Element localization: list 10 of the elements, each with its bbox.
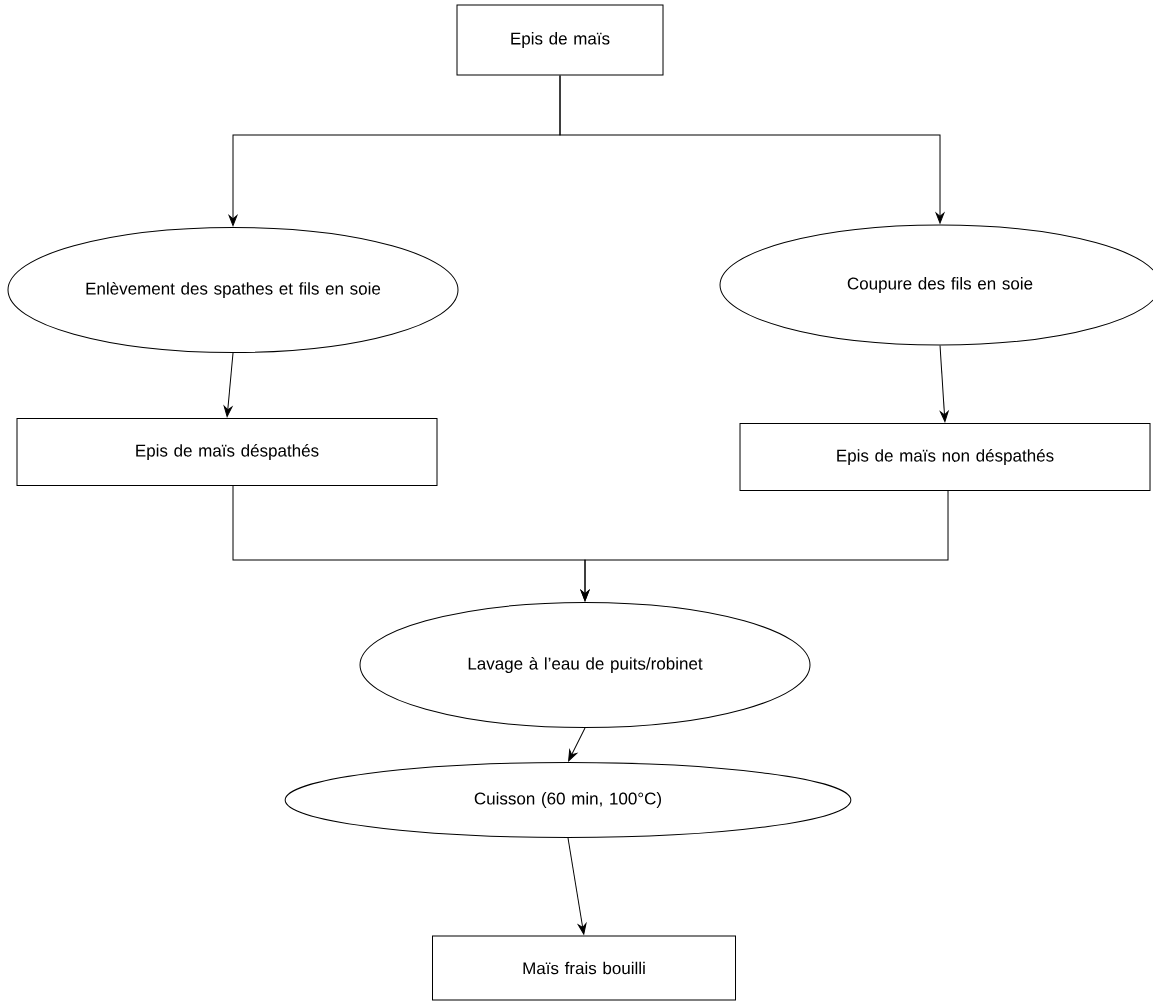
arrow (223, 352, 234, 418)
process-box: Epis de maïs (456, 4, 664, 76)
process-box: Epis de maïs non déspathés (739, 423, 1151, 491)
arrow (559, 75, 945, 224)
arrow (567, 837, 587, 935)
process-box: Maïs frais bouilli (432, 935, 736, 1001)
process-box: Epis de maïs déspathés (16, 418, 438, 486)
arrow (568, 727, 586, 762)
arrow (580, 490, 949, 602)
arrow (939, 345, 949, 423)
